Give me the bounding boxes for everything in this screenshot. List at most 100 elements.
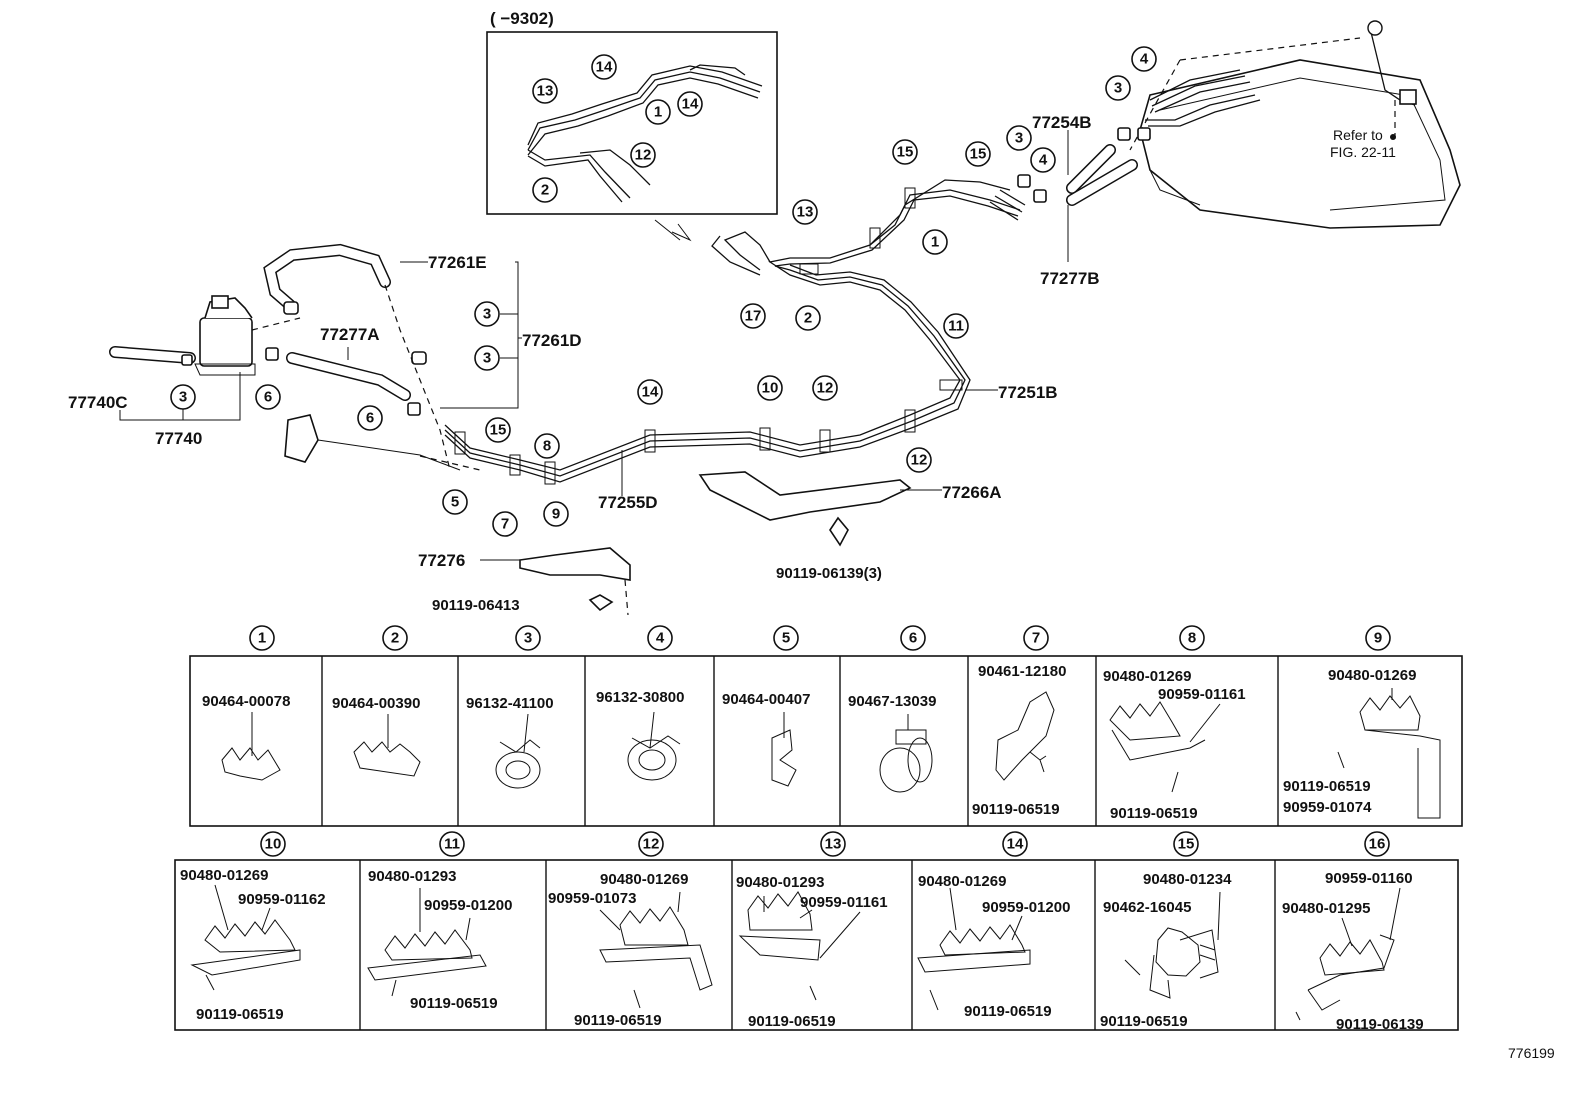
part-90119-06519: 90119-06519 [1100,1013,1188,1030]
clamp-table-row2: 10 11 12 13 14 15 16 90480-01269 90959-0… [174,831,1459,1033]
table-num-4: 4 [656,630,665,647]
table-num-10: 10 [265,836,282,853]
callout-12: 12 [817,380,834,397]
part-90480-01293: 90480-01293 [736,874,824,891]
part-90480-01295: 90480-01295 [1282,900,1370,917]
refer-line2: FIG. 22-11 [1330,144,1396,160]
part-90480-01269: 90480-01269 [600,871,688,888]
part-90119-06519: 90119-06519 [196,1006,284,1023]
part-90959-01162: 90959-01162 [238,891,326,908]
table-num-12: 12 [643,836,660,853]
label-77277B: 77277B [1040,269,1100,288]
label-77261E: 77261E [428,253,487,272]
label-77255D: 77255D [598,493,658,512]
fuel-pipe-assembly [444,179,1026,485]
callout-6: 6 [366,410,374,427]
part-90480-01269: 90480-01269 [1328,667,1416,684]
clamp-table-row1: 1 2 3 4 5 6 7 8 9 90464-00078 90464-0039… [189,625,1463,827]
part-90480-01293: 90480-01293 [368,868,456,885]
callout-4: 4 [1039,152,1048,169]
callout-6: 6 [264,389,272,406]
inset-panel: ( −9302) [486,9,778,242]
part-90959-01074: 90959-01074 [1283,799,1372,816]
part-90119-06519: 90119-06519 [964,1003,1052,1020]
part-90462-16045: 90462-16045 [1103,899,1191,916]
part-labels: 77261E 77261D 77277A 77740C 77740 77255D… [68,113,1396,614]
callout-5: 5 [451,494,459,511]
part-90119-06519: 90119-06519 [410,995,498,1012]
callout-2: 2 [804,310,812,327]
table-num-16: 16 [1369,836,1386,853]
part-90480-01269: 90480-01269 [180,867,268,884]
figure-id: 776199 [1508,1045,1555,1061]
callout-7: 7 [501,516,509,533]
hoses-left [109,243,481,471]
part-90119-06519: 90119-06519 [972,801,1060,818]
part-90959-01161: 90959-01161 [1158,686,1246,703]
table-num-5: 5 [782,630,790,647]
part-90959-01200: 90959-01200 [424,897,512,914]
part-90464-00407: 90464-00407 [722,691,810,708]
part-96132-41100: 96132-41100 [466,695,554,712]
table-num-8: 8 [1188,630,1196,647]
callout-4: 4 [1140,51,1149,68]
table-num-1: 1 [258,630,266,647]
callout-12: 12 [911,452,928,469]
table-num-14: 14 [1007,836,1024,853]
label-77261D: 77261D [522,331,582,350]
part-90119-06139: 90119-06139 [1336,1016,1424,1033]
part-90119-06519: 90119-06519 [574,1012,662,1029]
part-90480-01269: 90480-01269 [1103,668,1191,685]
part-90119-06519: 90119-06519 [748,1013,836,1030]
table-num-11: 11 [444,836,460,853]
fuel-tank [1017,20,1461,229]
part-90119-06519: 90119-06519 [1110,805,1198,822]
callout-14: 14 [642,384,659,401]
callout-13: 13 [537,83,554,100]
part-90464-00390: 90464-00390 [332,695,420,712]
callout-2: 2 [541,182,549,199]
callout-3: 3 [179,389,187,406]
part-90959-01200: 90959-01200 [982,899,1070,916]
callout-3: 3 [483,350,491,367]
callout-1: 1 [931,234,939,251]
callout-14: 14 [682,96,699,113]
part-90461-12180: 90461-12180 [978,663,1066,680]
label-77254B: 77254B [1032,113,1092,132]
callout-9: 9 [552,506,560,523]
part-90119-06519: 90119-06519 [1283,778,1371,795]
bracket-77266A [698,471,912,547]
label-77740C: 77740C [68,393,128,412]
label-bolt-06413: 90119-06413 [432,597,520,614]
part-90480-01234: 90480-01234 [1143,871,1232,888]
part-90959-01160: 90959-01160 [1325,870,1413,887]
charcoal-canister [194,295,301,376]
callout-12: 12 [635,147,652,164]
callout-3: 3 [483,306,491,323]
part-90464-00078: 90464-00078 [202,693,290,710]
callout-3: 3 [1114,80,1122,97]
diagram-callouts: 14 13 1 14 12 2 15 15 13 1 17 2 11 3 4 3… [170,46,1157,537]
label-77740: 77740 [155,429,202,448]
callout-3: 3 [1015,130,1023,147]
part-90480-01269: 90480-01269 [918,873,1006,890]
label-bolt-06139: 90119-06139(3) [776,565,882,582]
table-num-9: 9 [1374,630,1382,647]
part-96132-30800: 96132-30800 [596,689,684,706]
callout-8: 8 [543,438,551,455]
table-num-7: 7 [1032,630,1040,647]
callout-13: 13 [797,204,814,221]
table-num-2: 2 [391,630,399,647]
table-num-13: 13 [825,836,842,853]
callout-15: 15 [897,144,914,161]
leader-lines [119,130,1069,561]
label-77277A: 77277A [320,325,380,344]
part-90467-13039: 90467-13039 [848,693,936,710]
callout-10: 10 [762,380,779,397]
callout-14: 14 [596,59,613,76]
label-77266A: 77266A [942,483,1002,502]
callout-11: 11 [948,318,964,335]
callout-15: 15 [970,146,987,163]
table-num-6: 6 [909,630,917,647]
